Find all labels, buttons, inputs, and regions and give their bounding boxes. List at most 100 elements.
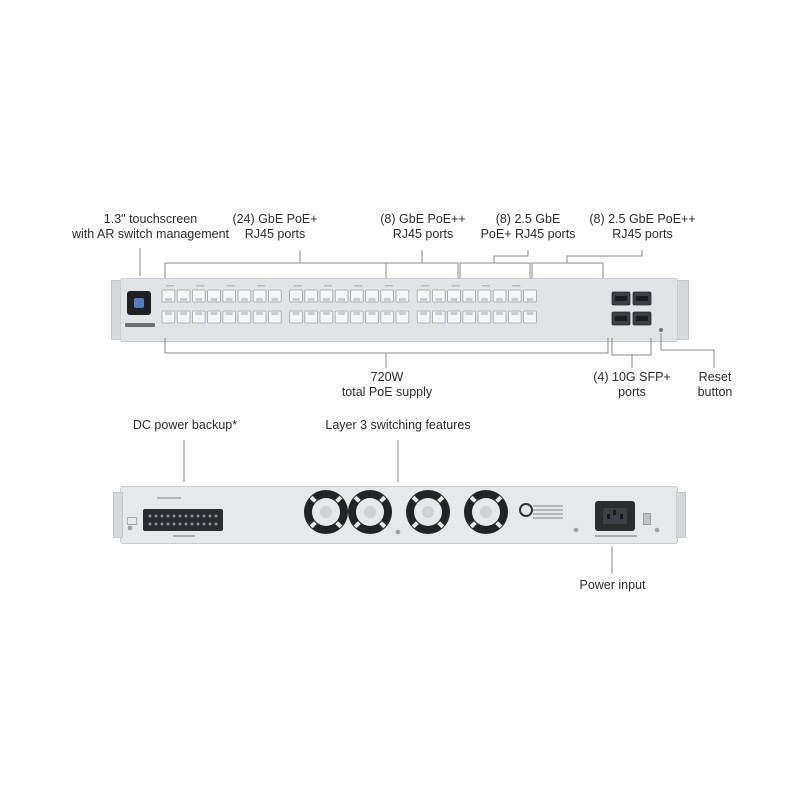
screw bbox=[127, 525, 133, 531]
fan-center bbox=[364, 506, 376, 518]
reset-button-label: Reset button bbox=[697, 370, 733, 399]
rj45-port-latch bbox=[165, 311, 172, 315]
rj45-port-latch bbox=[526, 298, 534, 302]
rj45-port-latch bbox=[307, 298, 315, 302]
rj45-port-latch bbox=[271, 311, 279, 315]
rj45-port-latch bbox=[256, 311, 263, 315]
power-inlet[interactable] bbox=[595, 501, 635, 531]
rj45-port-latch bbox=[338, 311, 345, 315]
sfp-port-cage bbox=[615, 296, 627, 301]
rj45-port-latch bbox=[323, 298, 330, 302]
rj45-port-latch bbox=[511, 298, 519, 302]
brand-logo bbox=[125, 323, 155, 327]
port-led bbox=[451, 285, 460, 287]
rj45-port-latch bbox=[383, 311, 391, 315]
power-switch[interactable] bbox=[643, 513, 651, 525]
reset-leader bbox=[660, 333, 715, 368]
fan-center bbox=[422, 506, 434, 518]
fan-center bbox=[480, 506, 492, 518]
rear-right-ear bbox=[676, 492, 686, 538]
fan-spoke bbox=[309, 495, 317, 503]
port-led bbox=[354, 285, 363, 287]
fan-spoke bbox=[335, 521, 343, 529]
gbe-poe-plus-bracket bbox=[164, 262, 459, 278]
rj45-port-latch bbox=[435, 298, 443, 302]
sfp-port-cage bbox=[636, 296, 648, 301]
gbe25-poe-plusplus-label: (8) 2.5 GbE PoE++ RJ45 ports bbox=[589, 212, 696, 241]
rj45-port-latch bbox=[225, 298, 233, 302]
rear-panel bbox=[120, 486, 678, 544]
rj45-port-latch bbox=[481, 298, 488, 302]
rj45-port-latch bbox=[195, 298, 203, 302]
rj45-port-latch bbox=[496, 311, 503, 315]
dc-power-connector[interactable] bbox=[143, 509, 223, 531]
gbe-poe-plusplus-label: (8) GbE PoE++ RJ45 ports bbox=[380, 212, 466, 241]
dc-connector-caption bbox=[173, 535, 195, 537]
power-inlet-socket-icon bbox=[603, 508, 627, 524]
rj45-port-latch bbox=[180, 311, 187, 315]
poe-supply-label: 720W total PoE supply bbox=[341, 370, 433, 399]
rj45-port-latch bbox=[256, 298, 263, 302]
rj45-port-latch bbox=[323, 311, 330, 315]
fan-spoke bbox=[335, 495, 343, 503]
port-led bbox=[324, 285, 332, 287]
rj45-port-latch bbox=[511, 311, 519, 315]
rj45-port-latch bbox=[526, 311, 534, 315]
fan-spoke bbox=[437, 521, 445, 529]
fan-spoke bbox=[411, 521, 419, 529]
power-inlet-caption bbox=[595, 535, 637, 537]
port-led bbox=[226, 285, 235, 287]
rj45-port-latch bbox=[368, 298, 376, 302]
port-led bbox=[166, 285, 174, 287]
rj45-port-latch bbox=[399, 311, 406, 315]
rj45-port-latch bbox=[292, 311, 300, 315]
rj45-port-latch bbox=[496, 298, 503, 302]
gbe-poe-plusplus-bracket bbox=[385, 262, 458, 278]
gbe25-poe-plus-label: (8) 2.5 GbE PoE+ RJ45 ports bbox=[480, 212, 576, 241]
rear-left-ear bbox=[113, 492, 123, 538]
gbe25-poe-plus-leader bbox=[493, 250, 529, 263]
fan-spoke bbox=[379, 495, 387, 503]
sfp-port-cage bbox=[636, 316, 648, 321]
screw bbox=[573, 527, 579, 533]
layer3-label: Layer 3 switching features bbox=[325, 418, 471, 432]
rj45-port-latch bbox=[450, 311, 458, 315]
rj45-port-latch bbox=[241, 298, 248, 302]
fan-spoke bbox=[309, 521, 317, 529]
rj45-port-latch bbox=[465, 311, 473, 315]
fan-spoke bbox=[411, 495, 419, 503]
port-led bbox=[257, 285, 266, 287]
rj45-port-latch bbox=[353, 298, 361, 302]
rj45-port-latch bbox=[420, 311, 427, 315]
sfp-port-cage bbox=[615, 316, 627, 321]
rj45-port-latch bbox=[481, 311, 488, 315]
rj45-port-latch bbox=[195, 311, 203, 315]
rj45-port-latch bbox=[420, 298, 427, 302]
rj45-port-latch bbox=[307, 311, 315, 315]
port-led bbox=[196, 285, 205, 287]
rj45-port-latch bbox=[399, 298, 406, 302]
rj45-port-latch bbox=[271, 298, 279, 302]
sfp-bracket bbox=[611, 338, 652, 356]
rear-left-mark bbox=[127, 517, 137, 525]
fan-spoke bbox=[495, 521, 503, 529]
front-panel bbox=[120, 278, 678, 342]
fan-spoke bbox=[353, 521, 361, 529]
touchscreen[interactable] bbox=[127, 291, 151, 315]
reset-button[interactable] bbox=[659, 328, 663, 332]
poe-supply-bracket bbox=[164, 338, 609, 354]
fan-spoke bbox=[469, 495, 477, 503]
rj45-port-latch bbox=[338, 298, 345, 302]
gbe25-poe-plusplus-bracket bbox=[531, 262, 604, 278]
fan-spoke bbox=[379, 521, 387, 529]
screw bbox=[395, 529, 401, 535]
screw bbox=[654, 527, 660, 533]
fan-center bbox=[320, 506, 332, 518]
rj45-port-latch bbox=[210, 311, 218, 315]
rj45-port-latch bbox=[180, 298, 187, 302]
gbe-poe-plus-label: (24) GbE PoE+ RJ45 ports bbox=[232, 212, 318, 241]
fan-spoke bbox=[495, 495, 503, 503]
rj45-port-latch bbox=[383, 298, 391, 302]
rear-small-caption bbox=[157, 497, 181, 499]
